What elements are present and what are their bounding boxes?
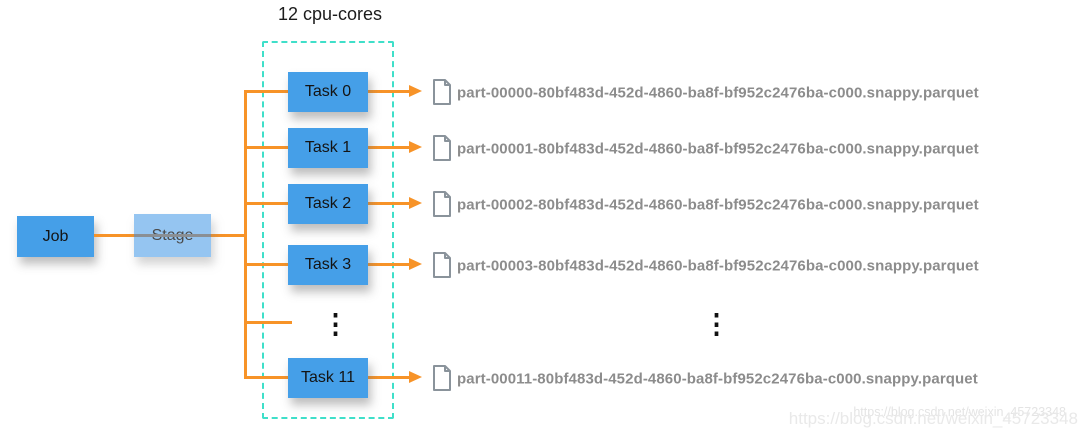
job-node: Job — [17, 216, 94, 257]
file-icon — [433, 252, 451, 278]
connector-through-stage — [134, 234, 211, 237]
branch-task-2 — [246, 202, 288, 205]
task-node-label: Task 11 — [301, 369, 355, 386]
task-node-label: Task 0 — [304, 83, 352, 100]
output-file-name: part-00000-80bf483d-452d-4860-ba8f-bf952… — [457, 84, 979, 102]
branch-task-1 — [246, 146, 288, 149]
task-node: Task 11 — [288, 358, 368, 398]
task-node: Task 3 — [288, 245, 368, 285]
arrow-head-icon — [409, 85, 422, 97]
watermark-text: https://blog.csdn.net/weixin_45723348 — [853, 405, 1066, 419]
branch-task-11 — [246, 376, 288, 379]
task-node: Task 0 — [288, 72, 368, 112]
branch-task-3 — [246, 263, 288, 266]
arrow-shaft — [368, 263, 409, 266]
output-file-name: part-00001-80bf483d-452d-4860-ba8f-bf952… — [457, 140, 979, 158]
arrow-shaft — [368, 90, 409, 93]
cpu-cores-dashed-box — [262, 41, 394, 419]
arrow-head-icon — [409, 371, 422, 383]
tasks-vertical-ellipsis: ⋮ — [322, 309, 349, 339]
task-node-label: Task 1 — [304, 139, 352, 156]
task-node-label: Task 3 — [304, 256, 352, 273]
arrow-shaft — [368, 146, 409, 149]
watermark-text: https://blog.csdn.net/weixin_45723348 — [788, 409, 1078, 428]
file-icon — [433, 79, 451, 105]
branch-ellipsis-stub — [246, 321, 292, 324]
arrow-shaft — [368, 202, 409, 205]
cpu-cores-title: 12 cpu-cores — [277, 4, 383, 24]
arrow-head-icon — [409, 141, 422, 153]
arrow-head-icon — [409, 197, 422, 209]
arrow-shaft — [368, 376, 409, 379]
branch-task-0 — [246, 90, 288, 93]
file-icon — [433, 135, 451, 161]
task-node: Task 2 — [288, 184, 368, 224]
connector-trunk — [244, 90, 247, 379]
task-node-label: Task 2 — [304, 195, 352, 212]
output-file-name: part-00002-80bf483d-452d-4860-ba8f-bf952… — [457, 196, 979, 214]
job-node-label: Job — [42, 227, 69, 245]
files-vertical-ellipsis: ⋮ — [703, 309, 730, 339]
task-node: Task 1 — [288, 128, 368, 168]
file-icon — [433, 191, 451, 217]
output-file-name: part-00011-80bf483d-452d-4860-ba8f-bf952… — [457, 370, 978, 388]
output-file-name: part-00003-80bf483d-452d-4860-ba8f-bf952… — [457, 257, 979, 275]
file-icon — [433, 365, 451, 391]
arrow-head-icon — [409, 258, 422, 270]
